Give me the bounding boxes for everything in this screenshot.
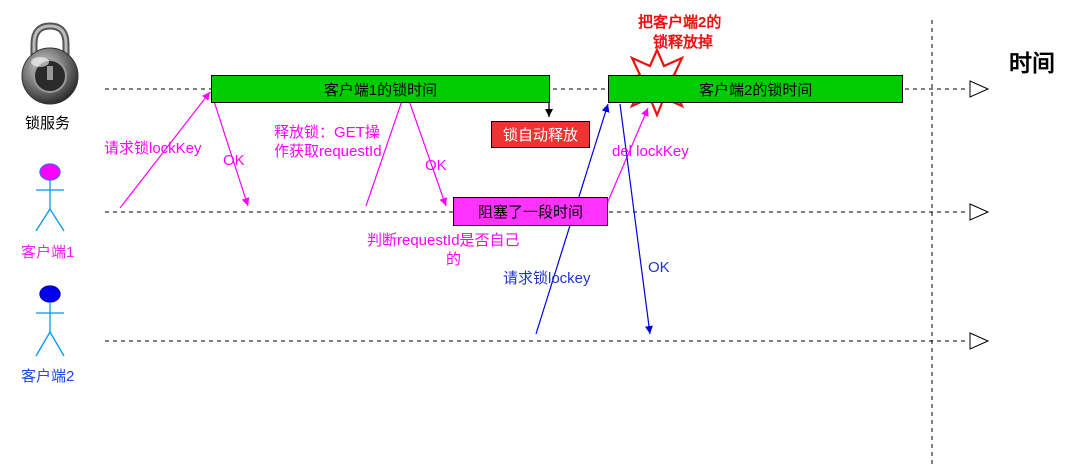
- blocked-box: 阻塞了一段时间: [453, 197, 608, 226]
- c2-request-label: 请求锁lockey: [503, 270, 591, 287]
- release-get-arrow: [365, 91, 407, 207]
- padlock-icon: [21, 22, 79, 105]
- timeline-arrowhead-1: [969, 80, 990, 98]
- timeline-arrowhead-2: [969, 203, 990, 221]
- lock-service-label: 锁服务: [25, 115, 71, 132]
- judge-label-line1: 判断requestId是否自己: [367, 232, 520, 249]
- person-icon: [35, 285, 65, 357]
- auto-release-box: 锁自动释放: [491, 121, 590, 148]
- judge-label-line2: 的: [446, 251, 462, 268]
- client1-lock-box: 客户端1的锁时间: [211, 75, 550, 103]
- c1-request-arrow: [119, 91, 211, 209]
- timeline-arrowhead-3: [969, 332, 990, 350]
- c2-ok-label: OK: [648, 259, 670, 276]
- release-label-line1: 释放锁：GET操: [274, 124, 380, 141]
- client1-label: 客户端1: [21, 244, 75, 261]
- time-axis-label: 时间: [1009, 50, 1055, 76]
- client2-lock-box: 客户端2的锁时间: [608, 75, 903, 103]
- c2-ok-arrow: [619, 103, 653, 335]
- c1-ok-arrow: [210, 91, 250, 207]
- person-icon: [35, 163, 65, 232]
- del-key-label: del lockKey: [612, 143, 689, 160]
- release-ok-arrow: [405, 91, 448, 207]
- client2-label: 客户端2: [21, 368, 75, 385]
- release-label-line2: 作获取requestId: [274, 143, 382, 160]
- c1-request-label: 请求锁lockKey: [104, 140, 202, 157]
- c1-ok-label: OK: [223, 152, 245, 169]
- headline-line1: 把客户端2的: [638, 14, 722, 31]
- headline-line2: 锁释放掉: [653, 34, 714, 51]
- release-ok-label: OK: [425, 157, 447, 174]
